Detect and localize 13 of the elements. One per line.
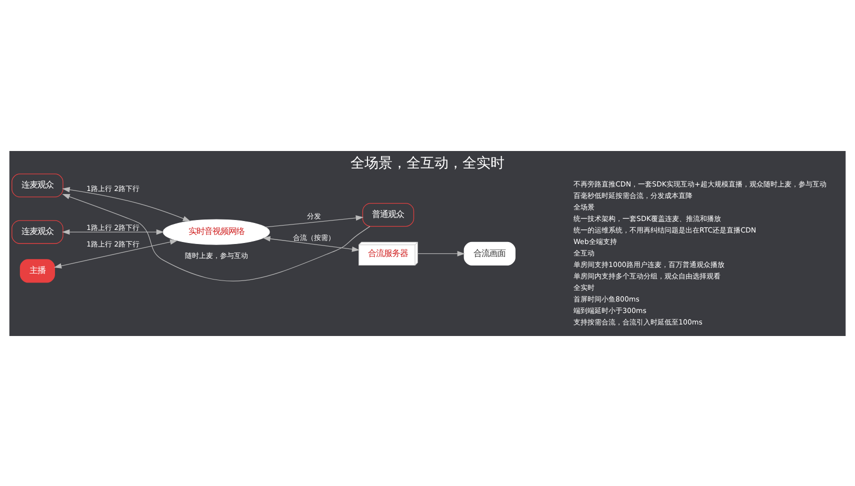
arrow [62,186,191,221]
arrow [418,250,465,256]
diagram-title: 全场景，全互动，全实时 [350,154,504,171]
arrow [54,238,178,268]
node-box: 连麦观众 [12,220,64,244]
arrow [62,228,164,234]
node-box: 合流画面 [464,241,516,265]
node-box: 普通观众 [362,202,414,226]
node-box: 连麦观众 [12,173,64,197]
arrow [262,236,360,252]
node-box: 主播 [20,258,55,282]
arrow [265,214,364,227]
arrow [62,194,370,281]
